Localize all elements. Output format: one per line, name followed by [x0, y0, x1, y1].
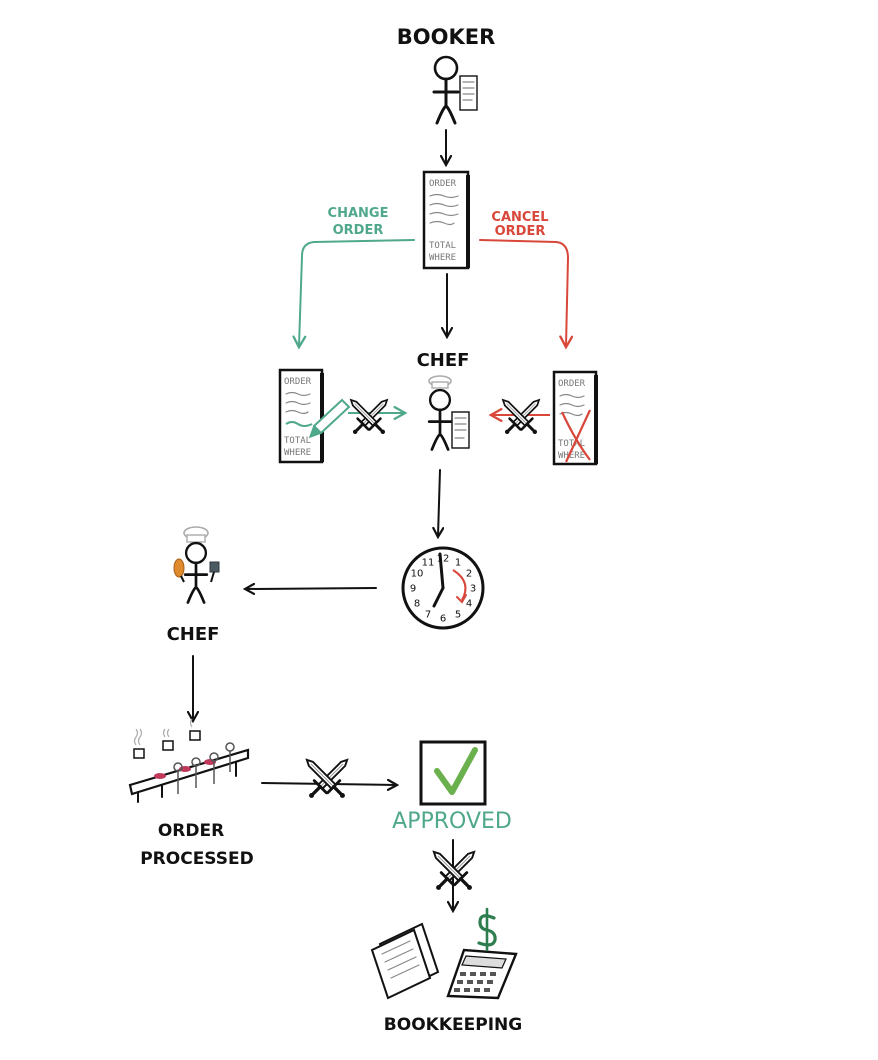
chef-document-icon [451, 411, 470, 449]
chef-left-label: CHEF [167, 624, 220, 645]
clock-number: 7 [425, 610, 431, 621]
clock-number: 10 [411, 569, 424, 580]
arrow-clock-to-chef [246, 588, 377, 589]
bookkeeping-label: BOOKKEEPING [384, 1015, 522, 1035]
drumstick-icon [173, 558, 185, 583]
chef-top-label: CHEF [417, 350, 470, 371]
coffee-cups-icon [133, 718, 201, 759]
dollar-icon [477, 907, 497, 952]
booker-figure [432, 55, 460, 125]
chef-top-figure [427, 388, 453, 451]
clock-number: 6 [440, 614, 446, 625]
chef-hat-icon [183, 526, 209, 543]
crossed-swords-icon [299, 752, 355, 805]
spatula-icon [209, 561, 220, 583]
clock-number: 11 [422, 558, 435, 569]
clock-number: 4 [466, 599, 472, 610]
clock-number: 8 [414, 599, 420, 610]
cancelled-doc-total: TOTAL [558, 439, 585, 449]
chef-left-figure [183, 541, 209, 604]
change-order-label-line1: CHANGE [328, 206, 389, 221]
crossed-swords-icon [344, 393, 394, 441]
clock-number: 12 [437, 554, 450, 565]
arrow-change-order [299, 239, 415, 346]
papers-icon [370, 922, 440, 1000]
cancel-order-label-line1: CANCEL [491, 210, 548, 225]
checkmark-icon [434, 747, 478, 795]
changed-order-document: ORDER TOTAL WHERE [278, 368, 324, 464]
clock-number: 9 [410, 584, 416, 595]
order-doc-title: ORDER [429, 179, 457, 189]
crossed-swords-icon [496, 393, 546, 441]
cancelled-doc-title: ORDER [558, 379, 586, 389]
order-doc-where: WHERE [429, 253, 456, 263]
order-processed-label-line1: ORDER [158, 821, 224, 841]
cancelled-order-document: ORDER TOTAL WHERE [552, 370, 598, 466]
approved-checkbox [419, 740, 487, 806]
cancelled-doc-where: WHERE [558, 451, 585, 461]
changed-doc-total: TOTAL [284, 436, 311, 446]
clock-number: 3 [470, 584, 476, 595]
cancel-order-label-line2: ORDER [495, 224, 546, 239]
clock-number: 5 [455, 610, 461, 621]
clock-number: 1 [455, 558, 461, 569]
order-processed-label-line2: PROCESSED [140, 849, 254, 869]
approved-label: APPROVED [392, 809, 512, 834]
order-document: ORDER TOTAL WHERE [422, 170, 470, 270]
booker-label: BOOKER [397, 25, 496, 49]
arrow-chef-to-clock [438, 469, 440, 536]
chef-hat-icon [428, 375, 452, 389]
changed-doc-where: WHERE [284, 448, 311, 458]
clock-number: 2 [466, 569, 472, 580]
arrow-cancel-order [479, 239, 568, 346]
order-doc-total: TOTAL [429, 241, 456, 251]
pencil-icon [308, 398, 351, 439]
booker-document-icon [459, 75, 478, 111]
banquet-table-icon [128, 718, 250, 803]
calculator-icon [446, 948, 518, 1000]
change-order-label-line2: ORDER [333, 223, 384, 238]
changed-doc-title: ORDER [284, 377, 312, 387]
